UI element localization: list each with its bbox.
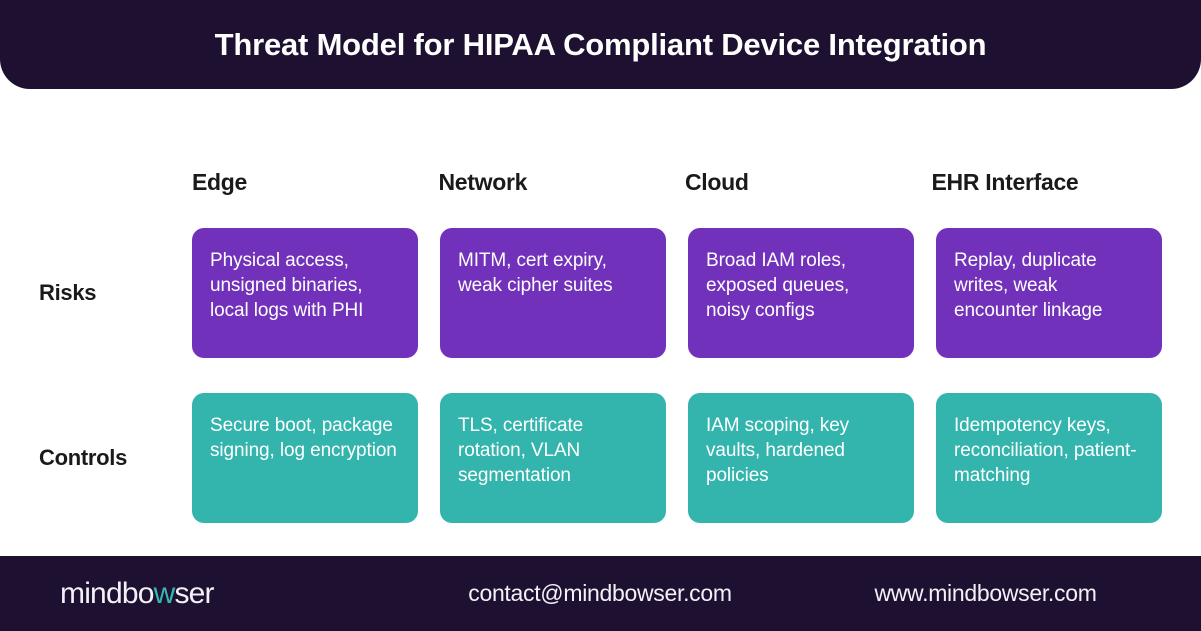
logo-text-accent: w [153,576,176,610]
control-card-ehr-interface: Idempotency keys, reconciliation, patien… [936,393,1162,523]
control-card-group: Secure boot, package signing, log encryp… [192,393,1162,523]
control-card-network: TLS, certificate rotation, VLAN segmenta… [440,393,666,523]
risk-card-edge: Physical access, unsigned binaries, loca… [192,228,418,358]
threat-matrix: Edge Network Cloud EHR Interface Risks P… [0,89,1201,556]
logo-text-part1: mindbo [60,576,154,610]
risk-card-group: Physical access, unsigned binaries, loca… [192,228,1162,358]
row-label-controls: Controls [39,445,128,470]
risk-card-ehr-interface: Replay, duplicate writes, weak encounter… [936,228,1162,358]
column-header-cloud: Cloud [685,169,749,195]
control-card-cloud: IAM scoping, key vaults, hardened polici… [688,393,914,523]
footer-bar: mindbowser contact@mindbowser.com www.mi… [0,556,1201,631]
column-header-network: Network [438,169,528,195]
mindbowser-logo: mindbowser [0,577,400,611]
risk-card-network: MITM, cert expiry, weak cipher suites [440,228,666,358]
header-bar: Threat Model for HIPAA Compliant Device … [0,0,1201,89]
column-header-ehr-interface: EHR Interface [931,169,1079,195]
logo-text-part2: ser [174,576,214,610]
matrix-row-controls: Controls Secure boot, package signing, l… [0,393,1201,523]
footer-website[interactable]: www.mindbowser.com [874,580,1097,606]
risk-card-cloud: Broad IAM roles, exposed queues, noisy c… [688,228,914,358]
column-header-row: Edge Network Cloud EHR Interface [192,169,1156,196]
matrix-row-risks: Risks Physical access, unsigned binaries… [0,228,1201,358]
row-label-risks: Risks [39,280,97,305]
column-header-edge: Edge [192,169,248,195]
footer-email[interactable]: contact@mindbowser.com [468,580,732,606]
control-card-edge: Secure boot, package signing, log encryp… [192,393,418,523]
page-title: Threat Model for HIPAA Compliant Device … [214,26,987,62]
